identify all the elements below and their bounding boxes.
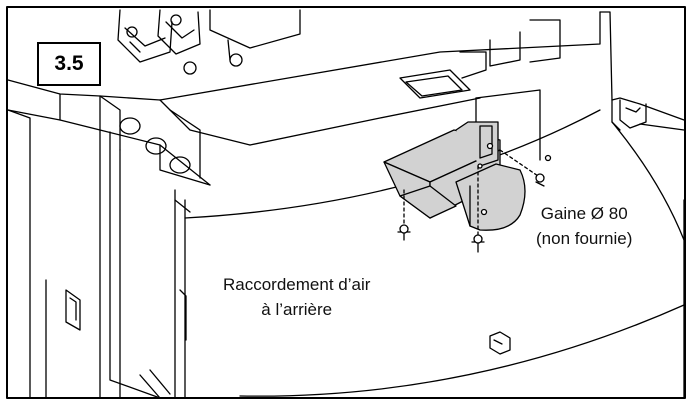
air-connection-box (383, 121, 526, 231)
figure-frame (6, 6, 686, 399)
right-side-panel (611, 97, 685, 399)
fixing-screws (397, 149, 545, 253)
left-stove-body (7, 79, 211, 399)
step-number-badge: 3.5 (37, 42, 101, 86)
air-connection-label-line2: à l’arrière (261, 300, 333, 319)
duct-label-line2: (non fournie) (536, 229, 633, 248)
top-pipe-fittings (117, 9, 201, 63)
duct-label-line1: Gaine Ø 80 (540, 204, 628, 223)
duct-label: Gaine Ø 80 (non fournie) (536, 201, 632, 251)
air-connection-label: Raccordement d’air à l’arrière (223, 272, 370, 322)
stove-top-panel (99, 9, 613, 146)
air-connection-label-line1: Raccordement d’air (223, 275, 371, 294)
